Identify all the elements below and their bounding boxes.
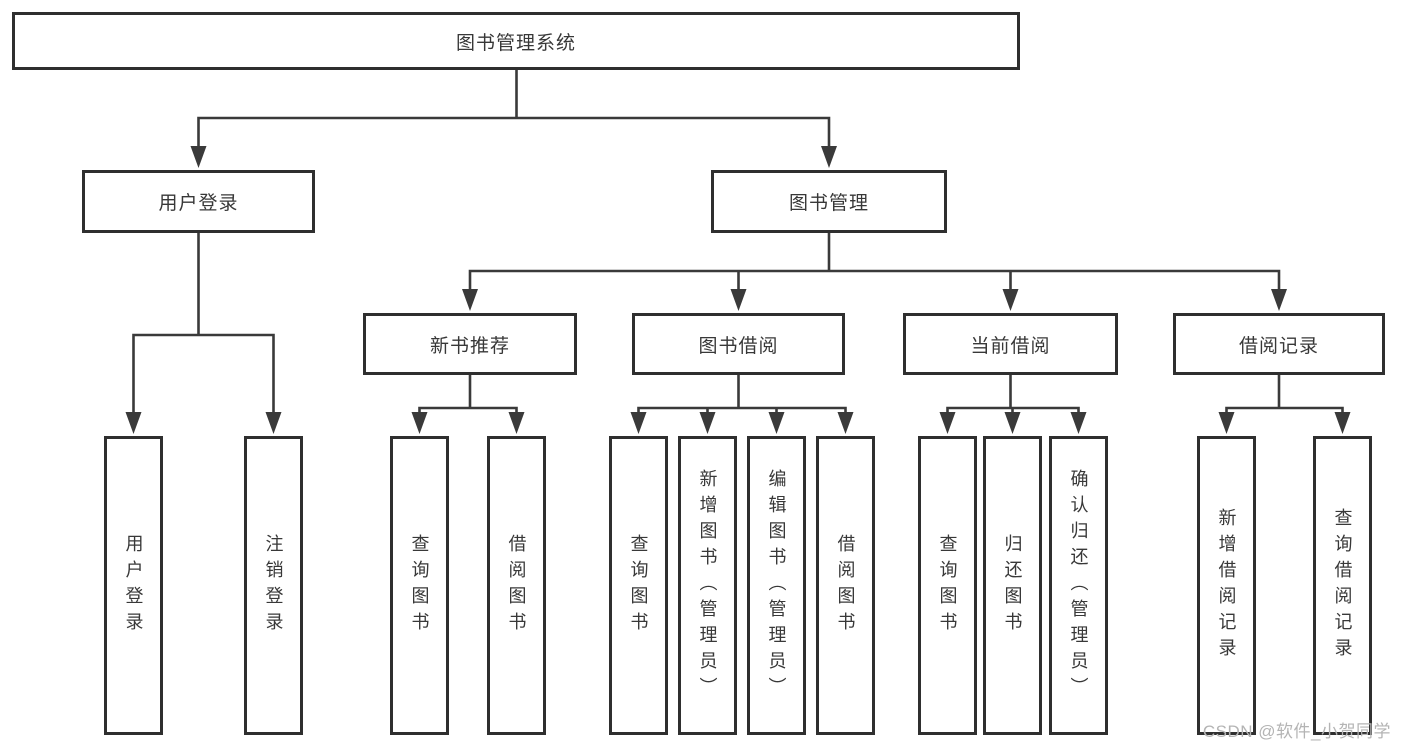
leaf-label: 借阅图书	[835, 533, 856, 638]
leaf-label: 注销登录	[263, 533, 284, 638]
leaf-label: 查询图书	[628, 533, 649, 638]
node-book-management: 图书管理	[711, 170, 947, 233]
leaf-label: 新增图书（管理员）	[697, 468, 718, 703]
node-user-login: 用户登录	[82, 170, 315, 233]
node-book-borrow: 图书借阅	[632, 313, 845, 375]
leaf-borrow-query-books: 查询图书	[609, 436, 668, 735]
leaf-logout: 注销登录	[244, 436, 303, 735]
leaf-label: 归还图书	[1002, 533, 1023, 638]
leaf-add-borrow-record: 新增借阅记录	[1197, 436, 1256, 735]
node-label: 新书推荐	[429, 335, 510, 357]
node-label: 图书借阅	[698, 335, 779, 357]
leaf-label: 查询借阅记录	[1332, 507, 1353, 664]
node-label: 图书管理系统	[455, 32, 576, 54]
leaf-label: 借阅图书	[506, 533, 527, 638]
csdn-watermark: CSDN @软件_小贺同学	[1202, 722, 1391, 741]
leaf-current-query-books: 查询图书	[918, 436, 977, 735]
leaf-edit-books-admin: 编辑图书（管理员）	[747, 436, 806, 735]
leaf-label: 编辑图书（管理员）	[766, 468, 787, 703]
leaf-borrow-books: 借阅图书	[816, 436, 875, 735]
node-label: 图书管理	[788, 193, 869, 214]
node-borrow-records: 借阅记录	[1173, 313, 1385, 375]
leaf-label: 确认归还（管理员）	[1068, 468, 1089, 703]
leaf-label: 查询图书	[409, 533, 430, 638]
leaf-new-borrow-books: 借阅图书	[487, 436, 546, 735]
node-label: 用户登录	[158, 193, 239, 214]
node-root-library-system: 图书管理系统	[12, 12, 1020, 70]
leaf-new-query-books: 查询图书	[390, 436, 449, 735]
leaf-confirm-return-admin: 确认归还（管理员）	[1049, 436, 1108, 735]
leaf-query-borrow-record: 查询借阅记录	[1313, 436, 1372, 735]
leaf-label: 用户登录	[123, 533, 144, 638]
node-label: 借阅记录	[1238, 335, 1319, 357]
arrowheads	[125, 146, 1351, 434]
node-label: 当前借阅	[970, 335, 1051, 357]
node-new-book-recommend: 新书推荐	[363, 313, 577, 375]
node-current-borrow: 当前借阅	[903, 313, 1118, 375]
leaf-label: 查询图书	[937, 533, 958, 638]
leaf-label: 新增借阅记录	[1216, 507, 1237, 664]
leaf-user-login: 用户登录	[104, 436, 163, 735]
leaf-add-books-admin: 新增图书（管理员）	[678, 436, 737, 735]
leaf-return-books: 归还图书	[983, 436, 1042, 735]
